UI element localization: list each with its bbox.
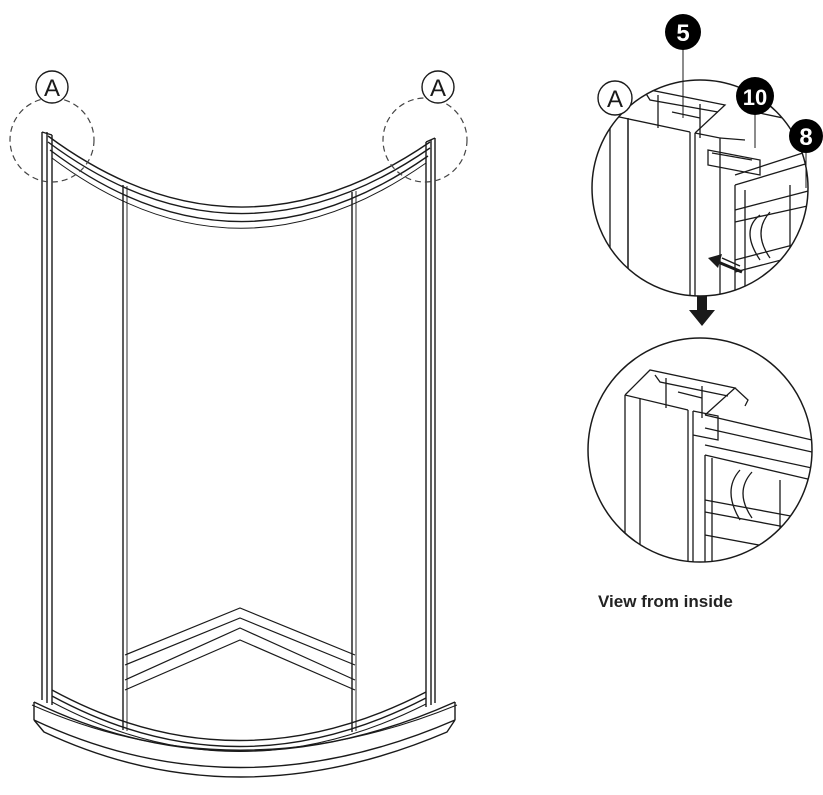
detail-callout-label: A (607, 86, 623, 113)
left-corner-detail-circle (9, 97, 95, 183)
down-arrow (689, 296, 715, 326)
left-wall-profile (41, 131, 53, 705)
insert-direction-arrow (708, 254, 743, 274)
left-corner-callout-label: A (44, 75, 60, 102)
view-caption: View from inside (598, 592, 733, 611)
part-badge-8-label: 8 (799, 124, 812, 151)
detail-view-bottom (587, 337, 813, 563)
part-badge-5-label: 5 (676, 20, 689, 47)
part-badge-10-label: 10 (743, 85, 767, 110)
bottom-curved-rail (51, 689, 427, 752)
part-badge-5: 5 (665, 14, 701, 50)
part-badge-10: 10 (736, 77, 774, 115)
right-corner-detail-circle (382, 97, 468, 183)
shower-tray (31, 701, 458, 778)
right-wall-profile (425, 137, 436, 707)
detail-callout: A (597, 80, 633, 116)
right-corner-callout: A (421, 70, 455, 104)
left-corner-callout: A (35, 70, 69, 104)
tray-inner-corner (124, 607, 356, 691)
right-corner-callout-label: A (430, 75, 446, 102)
top-curved-rail (47, 135, 431, 229)
part-badge-8: 8 (789, 119, 823, 153)
shower-enclosure (31, 131, 458, 778)
